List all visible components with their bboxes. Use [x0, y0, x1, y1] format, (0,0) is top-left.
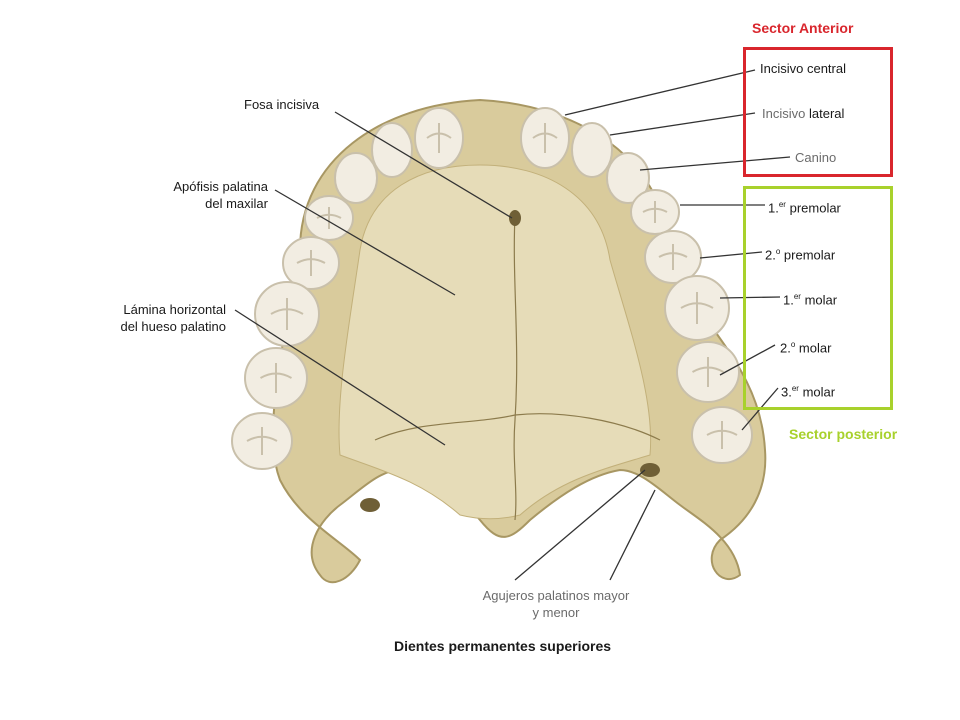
tooth-left-third-molar	[231, 412, 293, 470]
label-canino: Canino	[795, 150, 837, 165]
label-incisivo-lateral: Incisivo lateral	[762, 105, 844, 122]
tooth-right-second-molar	[676, 341, 740, 403]
molar2-name: molar	[798, 340, 832, 356]
label-incisivo-lateral-b: lateral	[808, 106, 845, 121]
molar3-sup: er	[791, 384, 799, 393]
tooth-left-lateral-incisor	[371, 122, 413, 178]
label-premolar-2: 2.o premolar	[765, 243, 835, 263]
leader-premolar2	[699, 251, 763, 259]
tooth-left-canine	[334, 152, 378, 204]
label-lamina-horizontal: Lámina horizontal del hueso palatino	[98, 301, 226, 335]
label-apofisis-palatina: Apófisis palatina del maxilar	[150, 178, 268, 212]
median-palatine-suture	[513, 214, 518, 521]
tooth-left-second-premolar	[282, 236, 340, 290]
premolar2-sup: o	[775, 247, 781, 256]
anterior-sector-title: Sector Anterior	[752, 20, 854, 36]
figure-caption: Dientes permanentes superiores	[394, 638, 612, 654]
label-lamina-line1: Lámina horizontal	[123, 302, 226, 317]
tooth-left-central-incisor	[414, 107, 464, 169]
tooth-right-third-molar	[691, 406, 753, 464]
molar1-name: molar	[804, 292, 838, 308]
label-apofisis-line1: Apófisis palatina	[173, 179, 268, 194]
leader-fosa-incisiva	[334, 111, 513, 219]
premolar1-num: 1.	[768, 200, 779, 216]
label-apofisis-line2: del maxilar	[205, 196, 268, 211]
tooth-right-canine	[606, 152, 650, 204]
tooth-left-first-premolar	[304, 195, 354, 241]
label-agujeros-line1: Agujeros palatinos mayor	[482, 588, 630, 603]
tooth-left-second-molar	[244, 347, 308, 409]
tooth-right-central-incisor	[520, 107, 570, 169]
label-incisivo-central: Incisivo central	[760, 61, 846, 76]
molar2-sup: o	[790, 340, 796, 349]
leader-agujeros-2	[609, 489, 656, 581]
leader-incisivo-lateral	[609, 112, 756, 136]
tooth-right-first-premolar	[630, 189, 680, 235]
tooth-right-second-premolar	[644, 230, 702, 284]
teeth-arch	[231, 107, 753, 470]
label-agujeros-line2: y menor	[532, 605, 580, 620]
incisive-fossa	[509, 210, 521, 226]
leader-incisivo-central	[564, 69, 756, 116]
leader-agujeros-1	[514, 469, 646, 581]
label-fosa-incisiva: Fosa incisiva	[244, 97, 320, 112]
tooth-left-first-molar	[254, 281, 320, 347]
premolar2-num: 2.	[765, 247, 776, 263]
palatine-foramen-right	[640, 463, 660, 477]
posterior-sector-box	[743, 186, 893, 410]
leader-molar2	[719, 344, 776, 376]
label-incisivo-lateral-a: Incisivo	[762, 106, 806, 121]
leader-lamina	[234, 309, 446, 446]
premolar1-sup: er	[778, 200, 786, 209]
palatine-foramen-left	[360, 498, 380, 512]
premolar2-name: premolar	[783, 247, 836, 263]
leader-apofisis	[274, 189, 456, 296]
label-molar-1: 1.er molar	[783, 288, 837, 308]
label-lamina-line2: del hueso palatino	[120, 319, 226, 334]
label-molar-3: 3.er molar	[781, 380, 835, 400]
premolar1-name: premolar	[789, 200, 841, 216]
leader-lines	[234, 69, 791, 581]
palatine-vault	[338, 164, 652, 520]
posterior-sector-title: Sector posterior	[789, 426, 898, 442]
tooth-right-first-molar	[664, 275, 730, 341]
molar3-num: 3.	[781, 384, 792, 400]
leader-molar1	[719, 296, 781, 299]
molar3-name: molar	[802, 384, 836, 400]
leader-canino	[639, 156, 791, 171]
molar1-sup: er	[793, 292, 801, 301]
tooth-right-lateral-incisor	[571, 122, 613, 178]
anterior-sector-box	[743, 47, 893, 177]
label-agujeros-palatinos: Agujeros palatinos mayor y menor	[470, 587, 642, 621]
label-molar-2: 2.o molar	[780, 336, 831, 356]
molar1-num: 1.	[783, 292, 794, 308]
label-premolar-1: 1.er premolar	[768, 196, 841, 216]
molar2-num: 2.	[780, 340, 791, 356]
